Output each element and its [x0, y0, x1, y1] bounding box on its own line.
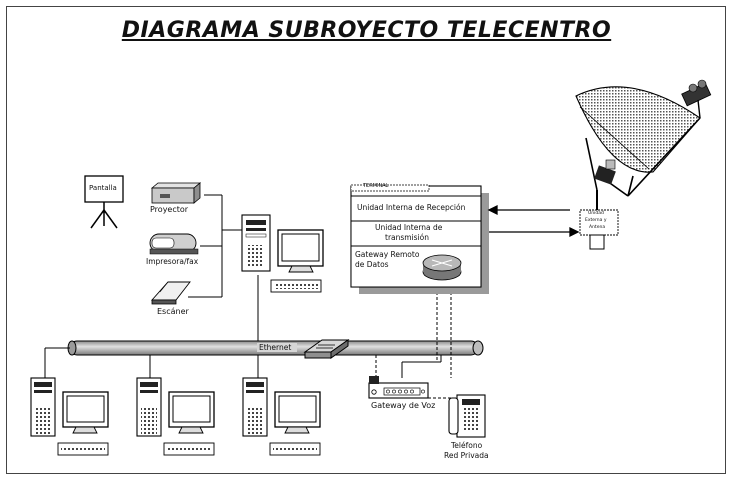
voice-gateway-icon	[368, 376, 429, 399]
telephone-label: Teléfono	[451, 441, 483, 450]
data-gateway-label-1: Gateway Remoto	[355, 250, 420, 259]
diagram-border	[6, 6, 726, 474]
printer-icon	[149, 233, 199, 255]
pc-drop-lines	[44, 194, 442, 378]
workstation-pc-1	[30, 377, 109, 456]
projection-screen-label: Pantalla	[89, 184, 117, 192]
workstation-pc-2	[136, 377, 215, 456]
ethernet-label: Ethernet	[259, 343, 292, 352]
projector-label: Proyector	[150, 205, 189, 214]
satellite-dish-icon	[575, 79, 712, 197]
data-gateway-label-2: de Datos	[355, 260, 389, 269]
rf-link-arrows	[487, 204, 580, 238]
telephone-network-label: Red Privada	[444, 451, 489, 460]
router-icon	[422, 254, 462, 281]
reception-unit-label: Unidad Interna de Recepción	[357, 203, 466, 212]
terminal-header-label: TERMINAL	[363, 183, 389, 189]
feed-horn-icon	[681, 79, 712, 119]
projection-screen	[84, 175, 124, 229]
voice-gateway-label: Gateway de Voz	[371, 401, 436, 410]
outdoor-unit-label-2: Externa y	[585, 218, 607, 223]
ethernet-switch-icon	[303, 339, 350, 359]
printer-label: Impresora/fax	[146, 257, 199, 266]
server-pc	[241, 214, 324, 293]
ethernet-label-bg	[257, 343, 297, 352]
transmission-unit-label-1: Unidad Interna de	[375, 223, 443, 232]
outdoor-unit-label-3: Antena	[589, 225, 606, 230]
transmission-unit-label-2: transmisión	[385, 233, 430, 242]
scanner-label: Escáner	[157, 307, 189, 316]
outdoor-unit	[579, 190, 619, 250]
diagram-title: DIAGRAMA SUBROYECTO TELECENTRO	[121, 18, 612, 43]
projector-icon	[150, 182, 202, 204]
outdoor-unit-label-1: Unidad	[588, 211, 604, 216]
workstation-pc-3	[242, 377, 321, 456]
scanner-icon	[150, 281, 191, 305]
telephone-icon	[448, 394, 486, 438]
